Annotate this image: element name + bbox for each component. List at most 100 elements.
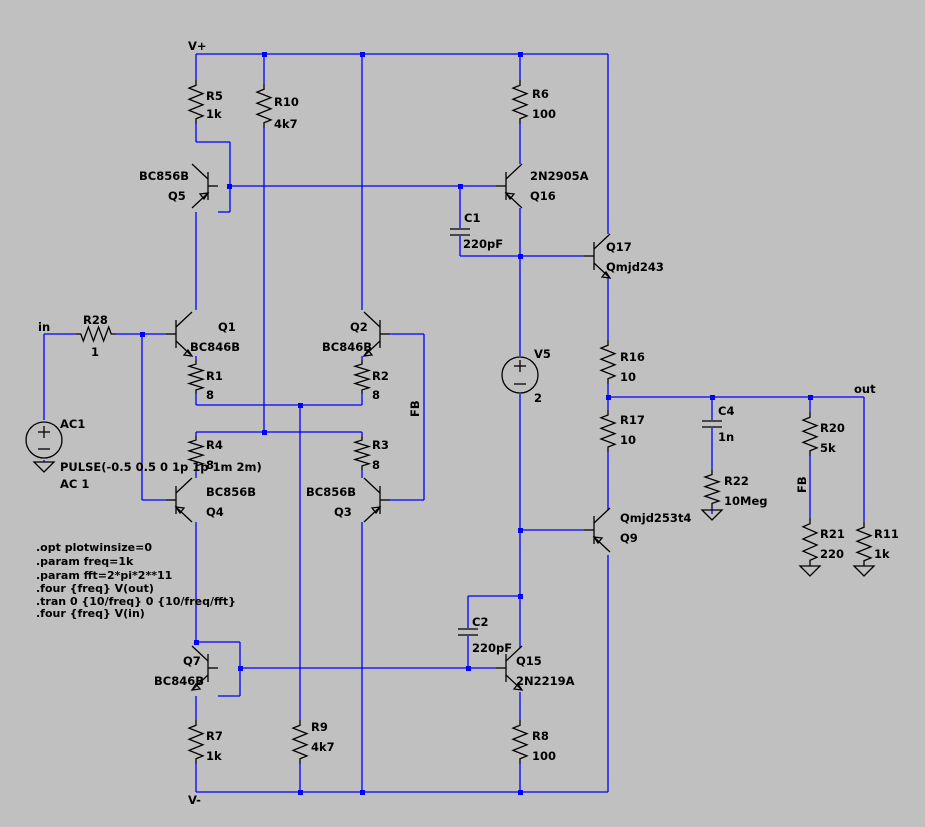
R22-name: R22 — [724, 474, 749, 488]
resistor-R2[interactable] — [352, 360, 372, 394]
transistor-Q5[interactable] — [191, 163, 218, 209]
Q2-model: BC846B — [322, 340, 372, 354]
Q9-model: Qmjd253t4 — [620, 511, 691, 525]
R7-name: R7 — [206, 729, 223, 743]
R16-name: R16 — [620, 350, 645, 364]
Q1-name: Q1 — [218, 320, 236, 334]
ac-source-AC1[interactable] — [25, 421, 63, 459]
R4-name: R4 — [206, 438, 223, 452]
C4-value: 1n — [718, 430, 734, 444]
transistor-Q7[interactable] — [190, 645, 218, 691]
resistor-R28[interactable] — [76, 325, 116, 343]
resistor-R21[interactable] — [801, 518, 819, 566]
R22-value: 10Meg — [724, 494, 767, 508]
Q17-name: Q17 — [606, 240, 632, 254]
R1-name: R1 — [206, 369, 223, 383]
net-label-vplus: V+ — [188, 39, 207, 53]
R7-value: 1k — [206, 749, 222, 763]
Q16-model: 2N2905A — [530, 169, 589, 183]
directive-line: .opt plotwinsize=0 — [36, 541, 152, 554]
transistor-Q9[interactable] — [584, 507, 611, 553]
resistor-R11[interactable] — [855, 522, 873, 566]
resistor-R5[interactable] — [187, 80, 205, 124]
transistor-Q4[interactable] — [166, 477, 193, 523]
R3-value: 8 — [372, 458, 380, 472]
V5-value: 2 — [534, 391, 542, 405]
R20-name: R20 — [820, 421, 845, 435]
Q17-model: Qmjd243 — [606, 260, 664, 274]
directive-line: .param fft=2*pi*2**11 — [36, 569, 172, 582]
spice-directives[interactable]: .opt plotwinsize=0 .param freq=1k .param… — [36, 541, 236, 620]
C2-name: C2 — [472, 615, 488, 629]
resistors — [76, 80, 873, 764]
resistor-R16[interactable] — [599, 340, 617, 384]
voltage-source-V5[interactable] — [501, 356, 539, 394]
directive-line: .four {freq} V(in) — [36, 607, 145, 620]
C1-value: 220pF — [463, 237, 503, 251]
Q1-model: BC846B — [190, 340, 240, 354]
net-label-out: out — [854, 382, 876, 396]
C1-name: C1 — [464, 211, 480, 225]
V5-name: V5 — [534, 347, 551, 361]
Q3-model: BC856B — [306, 485, 356, 499]
AC1-value1: PULSE(-0.5 0.5 0 1p 1p 1m 2m) — [60, 460, 262, 474]
resistor-R9[interactable] — [291, 720, 309, 764]
Q7-model: BC846B — [154, 674, 204, 688]
R16-value: 10 — [620, 370, 636, 384]
transistor-Q16[interactable] — [496, 163, 523, 209]
resistor-R1[interactable] — [186, 360, 206, 394]
transistor-Q15[interactable] — [496, 645, 524, 691]
net-label-fb-right: FB — [795, 476, 809, 493]
junctions — [140, 52, 813, 795]
R11-name: R11 — [874, 527, 899, 541]
R28-value: 1 — [91, 345, 99, 359]
wires — [43, 53, 865, 793]
directive-line: .tran 0 {10/freq} 0 {10/freq/fft} — [36, 595, 236, 608]
transistor-Q2[interactable] — [362, 311, 390, 357]
C2-value: 220pF — [472, 641, 512, 655]
R11-value: 1k — [874, 547, 890, 561]
Q15-model: 2N2219A — [516, 674, 575, 688]
R20-value: 5k — [820, 441, 836, 455]
net-label-fb-left: FB — [408, 400, 422, 417]
R2-name: R2 — [372, 369, 389, 383]
R9-value: 4k7 — [311, 740, 335, 754]
Q2-name: Q2 — [350, 320, 368, 334]
Q3-name: Q3 — [334, 505, 352, 519]
Q5-name: Q5 — [168, 189, 186, 203]
resistor-R7[interactable] — [187, 720, 205, 764]
R10-value: 4k7 — [274, 117, 298, 131]
transistor-Q1[interactable] — [166, 311, 194, 357]
resistor-R10[interactable] — [255, 84, 273, 128]
R6-value: 100 — [532, 107, 556, 121]
R5-value: 1k — [206, 107, 222, 121]
capacitor-C4[interactable] — [702, 420, 722, 428]
resistor-R17[interactable] — [599, 410, 617, 452]
capacitor-C2[interactable] — [458, 628, 478, 636]
capacitor-C1[interactable] — [450, 228, 470, 236]
resistor-R3[interactable] — [352, 436, 372, 470]
R4-value: 8 — [206, 458, 214, 472]
resistor-R6[interactable] — [511, 80, 529, 124]
R2-value: 8 — [372, 388, 380, 402]
resistor-R8[interactable] — [511, 720, 529, 764]
Q9-name: Q9 — [620, 531, 638, 545]
C4-name: C4 — [718, 404, 734, 418]
R6-name: R6 — [532, 87, 549, 101]
directive-line: .param freq=1k — [36, 555, 134, 568]
net-label-in: in — [38, 320, 50, 334]
resistor-R4[interactable] — [186, 436, 206, 470]
R21-name: R21 — [820, 527, 845, 541]
net-label-vminus: V- — [188, 793, 201, 807]
R8-value: 100 — [532, 749, 556, 763]
Q5-model: BC856B — [139, 169, 189, 183]
R3-name: R3 — [372, 438, 389, 452]
resistor-R22[interactable] — [703, 470, 721, 508]
directive-line: .four {freq} V(out) — [36, 582, 154, 595]
transistor-Q17[interactable] — [584, 233, 612, 279]
transistor-Q3[interactable] — [363, 477, 390, 523]
AC1-name: AC1 — [60, 417, 85, 431]
AC1-value2: AC 1 — [60, 477, 89, 491]
resistor-R20[interactable] — [801, 412, 819, 456]
